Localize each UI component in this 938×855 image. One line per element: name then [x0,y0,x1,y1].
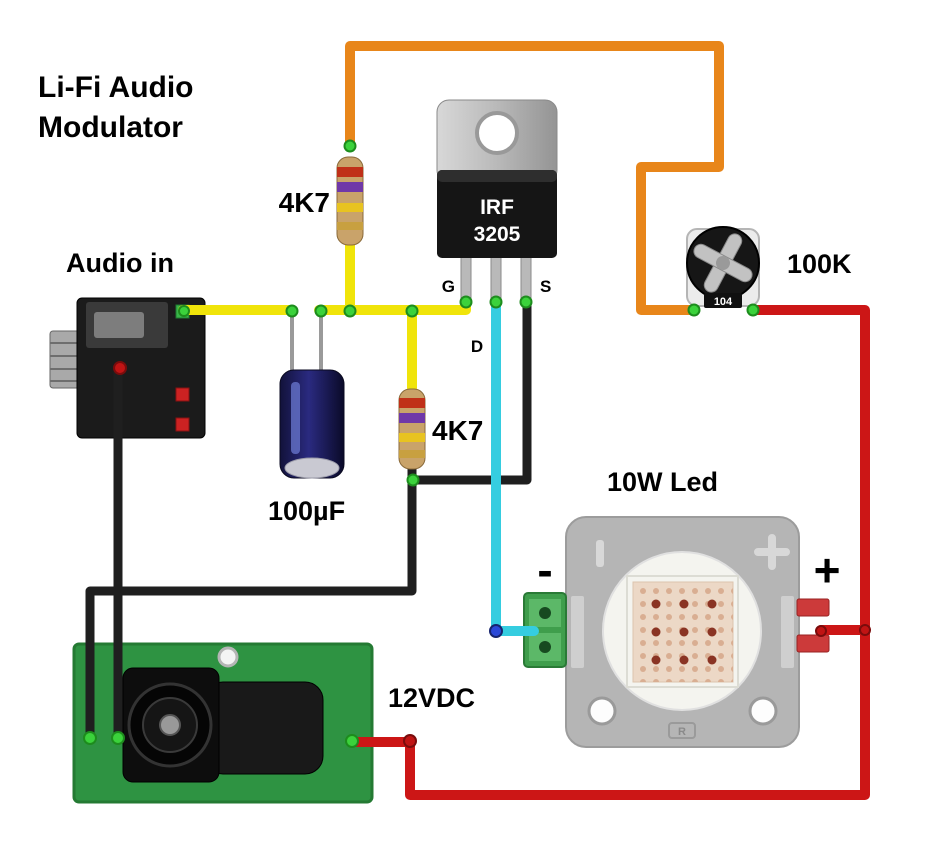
wire-black-ground [85,463,417,743]
label-led-plus: + [814,544,841,596]
junction-dot [519,295,533,309]
label-trimpot: 100K [787,249,852,279]
led-logo-box [668,722,696,739]
led-logo: R [678,726,686,738]
junction-dot [459,295,473,309]
junction-dot [489,295,503,309]
page-title-line2: Modulator [38,111,183,144]
mosfet-part-line2: 3205 [474,223,521,246]
resistor-top [336,156,364,246]
junction-dot [314,304,328,318]
resistor-mid-body [398,388,426,470]
resistor-top-band4 [337,222,363,230]
page-title-line1: Li-Fi Audio [38,71,194,104]
junction-dot-red [113,361,127,375]
led-dies [651,599,717,665]
junction-dot [687,303,701,317]
jack-sleeve [49,330,81,389]
label-power: 12VDC [388,683,475,713]
led-negative-hole-2 [539,641,551,653]
label-pin-g: G [442,277,455,296]
junction-dot-blue [489,624,503,638]
led-negative-hole-1 [539,607,551,619]
led-terminal-strip-left [571,596,584,668]
junction-dot [405,304,419,318]
label-capacitor: 100µF [268,496,345,526]
audio-jack-component [49,297,206,439]
label-pin-s: S [540,277,551,296]
resistor-mid-band1 [399,398,425,408]
led-positive-pad-2 [796,634,830,653]
resistor-mid [398,388,426,470]
junction-dot [343,304,357,318]
led-component: R [523,516,830,748]
mosfet-part-line1: IRF [480,196,514,219]
capacitor-component [279,369,345,479]
junction-dot [83,731,97,745]
junction-dot [343,139,357,153]
led-plus-emboss [754,534,790,570]
junction-dot [345,734,359,748]
capacitor-highlight [291,382,300,454]
wire-red-positive [348,305,870,800]
trimpot-code: 104 [714,296,733,308]
junction-dot [111,731,125,745]
mosfet-body-edge [437,170,557,182]
dc-jack-component [72,642,374,804]
junction-dot [178,305,190,317]
trimpot-screw-slot [693,233,753,293]
jack-metal-contact [94,312,144,338]
label-resistor-mid: 4K7 [432,415,483,446]
junction-dot-red [403,734,417,748]
led-mount-hole-right [748,696,778,726]
led-terminal-strip-right [781,596,794,668]
resistor-top-band3 [337,203,363,212]
junction-dot [285,304,299,318]
label-resistor-top: 4K7 [279,187,330,218]
wire-orange [345,41,724,315]
jack-sleeve-ridges [50,342,80,382]
jack-pad-red-1 [175,387,190,402]
trimpot-code-plate [704,293,742,308]
led-minus-emboss [596,540,604,567]
mosfet-tab-hole [475,111,519,155]
junction-dot-red [859,624,871,636]
capacitor-base-ring [284,457,340,479]
junction-dot [746,303,760,317]
jack-pad-red-2 [175,417,190,432]
junction-dot-red [815,625,827,637]
label-led: 10W Led [607,467,718,497]
label-pin-d: D [471,337,483,356]
junction-dot [406,473,420,487]
trimpot-component: 104 [686,226,760,308]
capacitor-legs [290,310,323,374]
mosfet-body [437,170,557,258]
resistor-top-band2 [337,182,363,192]
wire-black-source [409,297,532,485]
resistor-mid-band4 [399,450,425,458]
led-emitter-frame [626,575,739,688]
resistor-mid-band2 [399,413,425,423]
mosfet-component: IRF 3205 [436,99,558,305]
led-positive-pad-1 [796,598,830,617]
pcb-mounting-hole [217,646,239,668]
resistor-top-band1 [337,167,363,177]
led-mount-hole-left [587,696,617,726]
junction-dots [83,139,871,748]
label-led-minus: - [537,544,552,596]
barrel-jack-body [204,681,324,775]
barrel-center-pin [159,714,181,736]
resistor-mid-band3 [399,433,425,442]
label-audio-in: Audio in [66,248,174,278]
